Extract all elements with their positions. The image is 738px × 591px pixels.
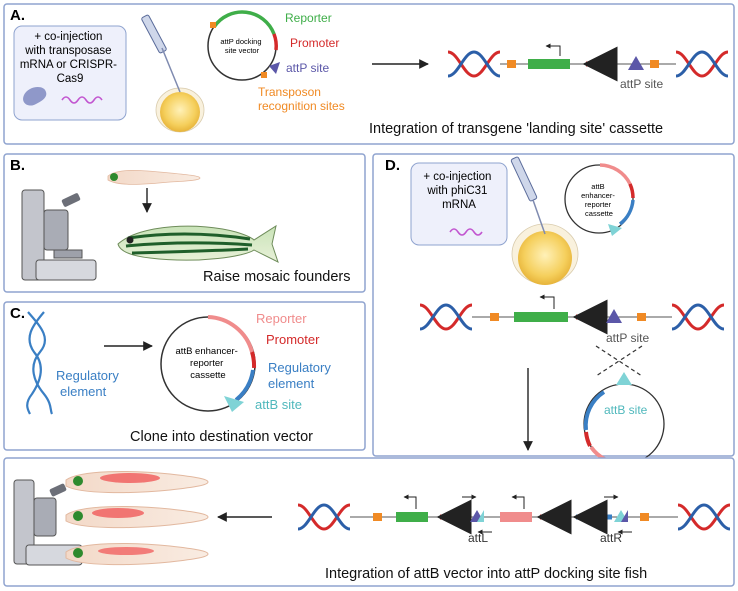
attb-vector-label-d: attB enhancer- reporter cassette bbox=[581, 182, 617, 218]
panel-b: B. Raise mosaic founders bbox=[3, 153, 366, 293]
larva-1 bbox=[65, 471, 209, 494]
legend-promoter-a: Promoter bbox=[290, 36, 339, 50]
recombination-cross-d bbox=[595, 345, 643, 377]
dna-helix-left-a bbox=[447, 50, 501, 78]
mrna-icon bbox=[61, 96, 103, 104]
caption-a: Integration of transgene 'landing site' … bbox=[369, 121, 663, 137]
legend-transposon-a: Transposon recognition sites bbox=[258, 85, 345, 113]
attb-triangle-c bbox=[224, 396, 244, 412]
attp-block-a bbox=[628, 56, 644, 70]
attb-vector-d: attB enhancer- reporter cassette bbox=[564, 163, 635, 236]
legend-reporter-a: Reporter bbox=[285, 11, 332, 25]
larva-2 bbox=[65, 506, 209, 529]
injection-box-d: + co-injection with phiC31 mRNA bbox=[410, 162, 508, 246]
injection-box-a: + co-injection with transposase mRNA or … bbox=[13, 25, 127, 121]
landing-site-cassette: attP site bbox=[447, 43, 729, 91]
panel-bottom: attL attR Integration of attB vector int… bbox=[3, 457, 735, 587]
panel-a: A. + co-injection with transposase mRNA … bbox=[3, 3, 735, 145]
reporter-block-a bbox=[528, 59, 570, 69]
legend-attb-c: attB site bbox=[255, 397, 302, 412]
larva-3 bbox=[65, 543, 209, 566]
microinjection-d bbox=[510, 156, 579, 285]
caption-d: Integration of attB vector into attP doc… bbox=[325, 566, 647, 582]
embryo-a bbox=[160, 92, 200, 132]
adult-fish-b bbox=[117, 224, 279, 263]
promoter-arc-a bbox=[272, 33, 278, 51]
legend-promoter-c: Promoter bbox=[266, 332, 320, 347]
reporter-arc-a bbox=[212, 10, 276, 35]
attp-triangle-a bbox=[269, 62, 280, 74]
injection-text-a: + co-injection with transposase mRNA or … bbox=[20, 31, 120, 85]
attr-label: attR bbox=[600, 531, 622, 545]
microinjection-a bbox=[141, 14, 205, 133]
protein-icon bbox=[23, 86, 47, 106]
panel-d-letter: D. bbox=[385, 157, 400, 174]
attp-label-d: attP site bbox=[606, 331, 649, 345]
attb-vector-c: attB enhancer- reporter cassette bbox=[160, 315, 257, 412]
cassette-attp-label: attP site bbox=[620, 77, 663, 91]
attp-docking-locus-d: attP site bbox=[419, 294, 725, 345]
promoter-arc-c bbox=[250, 351, 257, 369]
reporter-arc-c bbox=[207, 315, 254, 353]
panel-d: D. + co-injection with phiC31 mRNA attB bbox=[372, 153, 735, 467]
microscope-icon-bottom bbox=[13, 479, 83, 566]
integrated-locus: attL attR bbox=[297, 494, 731, 545]
attp-vector: attP docking site vector bbox=[207, 10, 280, 81]
panel-c-letter: C. bbox=[10, 305, 25, 322]
larvae-bottom bbox=[65, 471, 209, 566]
regulatory-arc-c bbox=[234, 369, 255, 402]
dna-helix-right-a bbox=[675, 50, 729, 78]
attb-vector-label-c: attB enhancer- reporter cassette bbox=[176, 346, 241, 381]
legend-reporter-c: Reporter bbox=[256, 311, 307, 326]
mrna-icon-d bbox=[449, 228, 483, 236]
caption-b: Raise mosaic founders bbox=[203, 269, 351, 285]
attp-vector-label: attP docking site vector bbox=[220, 37, 263, 55]
panel-a-letter: A. bbox=[10, 7, 25, 24]
embryo-d bbox=[518, 231, 572, 285]
legend-attp-a: attP site bbox=[286, 61, 329, 75]
panel-c: C. Regulatory element attB enhancer- rep… bbox=[3, 301, 366, 451]
panel-b-letter: B. bbox=[10, 157, 25, 174]
attb-label-d: attB site bbox=[604, 403, 648, 417]
larva-b bbox=[107, 169, 201, 185]
microscope-icon-b bbox=[21, 189, 97, 281]
legend-regulatory-c: Regulatory element bbox=[268, 360, 335, 391]
caption-c: Clone into destination vector bbox=[130, 429, 313, 445]
regulatory-label-c: Regulatory element bbox=[56, 368, 123, 399]
injection-text-d: + co-injection with phiC31 mRNA bbox=[423, 171, 494, 211]
attl-label: attL bbox=[468, 531, 488, 545]
regulatory-dna-c bbox=[26, 311, 54, 415]
